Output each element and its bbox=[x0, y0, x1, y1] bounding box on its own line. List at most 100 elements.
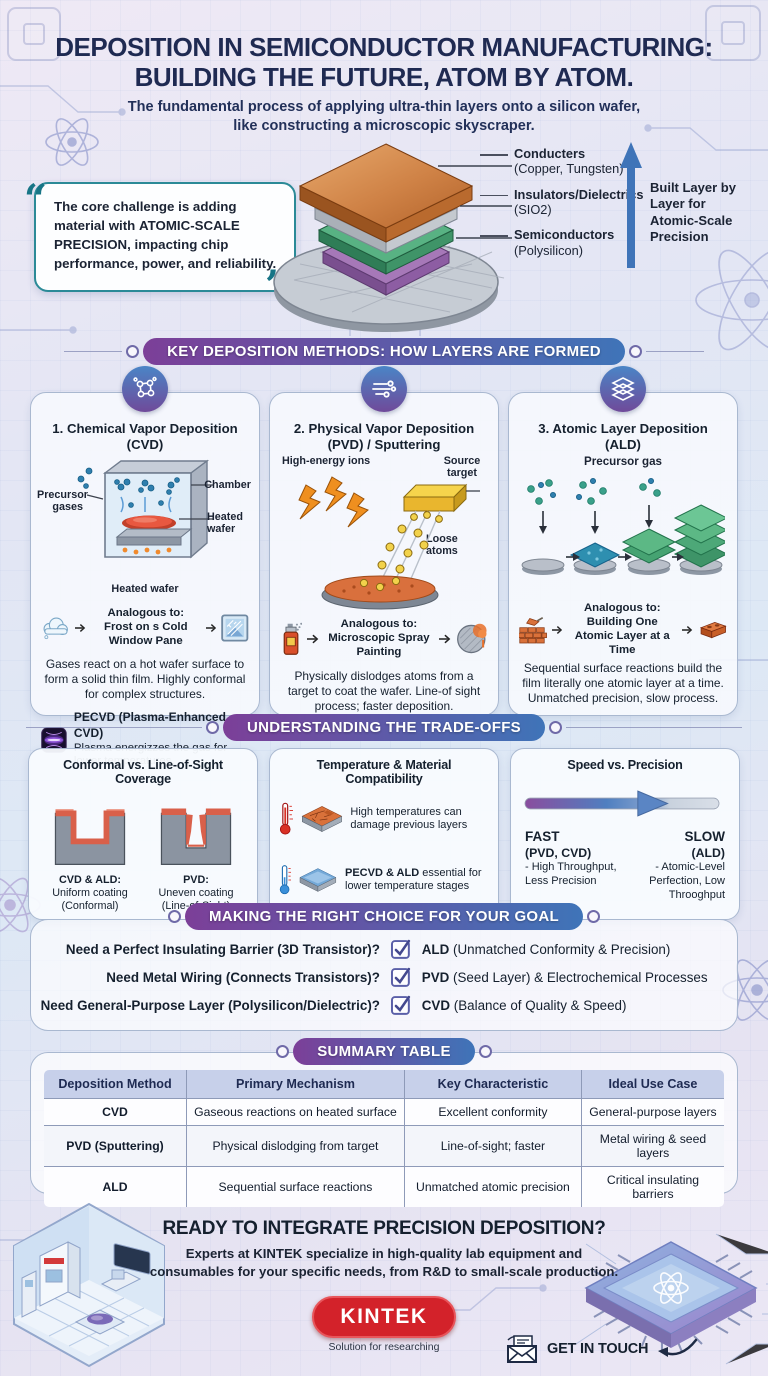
brand-block: KINTEK Solution for researching kindle-t… bbox=[254, 1296, 514, 1376]
pvd-card-wrap: 2. Physical Vapor Deposition (PVD) / Spu… bbox=[269, 366, 499, 716]
brick-icon bbox=[699, 621, 727, 639]
cvd-label-precursor: Precursor gases bbox=[37, 489, 89, 514]
brand-tagline: Solution for researching bbox=[328, 1341, 440, 1353]
smooth-layer-graphic bbox=[299, 868, 337, 892]
choice-row-ald: Need a Perfect Insulating Barrier (3D Tr… bbox=[31, 936, 737, 962]
summary-table: Deposition Method Primary Mechanism Key … bbox=[43, 1069, 725, 1208]
header: DEPOSITION IN SEMICONDUCTOR MANUFACTURIN… bbox=[0, 32, 768, 136]
cold-thermometer-icon bbox=[279, 865, 292, 895]
pvd-label-atoms: Loose atoms bbox=[426, 533, 458, 558]
pvd-label-ions: High-energy ions bbox=[282, 455, 371, 467]
kintek-logo[interactable]: KINTEK bbox=[312, 1296, 456, 1338]
hot-row: High temperatures can damage previous la… bbox=[278, 791, 490, 847]
cold-text: PECVD & ALD essential for lower temperat… bbox=[345, 866, 482, 892]
get-in-touch[interactable]: GET IN TOUCH bbox=[505, 1334, 698, 1364]
cvd-diagram: Precursor gases Chamber Heated wafer Hea… bbox=[37, 455, 251, 603]
ald-sequence-graphic bbox=[521, 478, 725, 575]
ald-card: 3. Atomic Layer Deposition (ALD) Precurs… bbox=[508, 392, 738, 716]
checkbox-icon bbox=[390, 939, 411, 959]
hot-text: High temperatures can damage previous la… bbox=[350, 805, 468, 831]
cloud-icon bbox=[43, 617, 68, 640]
cvd-label-chamber: Chamber bbox=[204, 479, 251, 491]
molecule-icon bbox=[122, 366, 168, 412]
pvd-analogy-text: Analogous to:Microscopic Spray Painting bbox=[328, 618, 430, 658]
hero-section: The core challenge is adding material wi… bbox=[0, 128, 768, 340]
pvd-sputter-graphic bbox=[298, 476, 480, 610]
ald-analogy-text: Analogous to:Building One Atomic Layer a… bbox=[574, 602, 670, 656]
fast-column: FAST (PVD, CVD) - High Throughput, Less … bbox=[525, 829, 617, 887]
cvd-body: Gases react on a hot wafer surface to fo… bbox=[44, 657, 246, 702]
footer-body: Experts at KINTEK specialize in high-qua… bbox=[149, 1246, 619, 1279]
arrow-right-icon bbox=[682, 626, 693, 634]
cta-label: GET IN TOUCH bbox=[547, 1341, 649, 1357]
coverage-title: Conformal vs. Line-of-Sight Coverage bbox=[63, 758, 223, 786]
choice-box: Need a Perfect Insulating Barrier (3D Tr… bbox=[30, 919, 738, 1031]
cvd-analogy: Analogous to:Frost on s Cold Window Pane bbox=[41, 603, 249, 653]
arrow-right-icon bbox=[438, 634, 451, 644]
choice-row-pvd: Need Metal Wiring (Connects Transistors)… bbox=[31, 964, 737, 990]
speed-title: Speed vs. Precision bbox=[567, 758, 683, 772]
tradeoff-panels: Conformal vs. Line-of-Sight Coverage CVD… bbox=[28, 748, 740, 920]
built-layer-arrow-icon bbox=[620, 142, 642, 268]
wafer-stack-diagram bbox=[273, 143, 512, 332]
tradeoffs-header-row: UNDERSTANDING THE TRADE-OFFS bbox=[0, 714, 768, 741]
plasma-icon bbox=[41, 726, 67, 753]
quote-box: The core challenge is adding material wi… bbox=[34, 182, 296, 292]
ald-body: Sequential surface reactions build the f… bbox=[522, 661, 724, 706]
page-title: DEPOSITION IN SEMICONDUCTOR MANUFACTURIN… bbox=[0, 32, 768, 92]
layer-label-insulators: Insulators/Dielectrics(SIO2) bbox=[480, 186, 644, 218]
cvd-chamber-graphic bbox=[77, 459, 213, 559]
spray-can-icon bbox=[283, 622, 303, 655]
summary-section-header: SUMMARY TABLE bbox=[293, 1038, 475, 1065]
cvd-card-wrap: 1. Chemical Vapor Deposition (CVD) bbox=[30, 366, 260, 767]
ald-analogy: Analogous to:Building One Atomic Layer a… bbox=[519, 602, 727, 657]
summary-box: Deposition Method Primary Mechanism Key … bbox=[30, 1052, 738, 1208]
choice-row-cvd: Need General-Purpose Layer (Polysilicon/… bbox=[31, 992, 737, 1018]
choice-header-row: MAKING THE RIGHT CHOICE FOR YOUR GOAL bbox=[0, 903, 768, 930]
cvd-label-heated-wafer: Heated wafer bbox=[207, 511, 244, 536]
cold-row: PECVD & ALD essential for lower temperat… bbox=[278, 852, 490, 908]
cvd-card: 1. Chemical Vapor Deposition (CVD) bbox=[30, 392, 260, 767]
arrow-right-icon bbox=[307, 634, 319, 644]
brick-wall-icon bbox=[519, 617, 547, 644]
cracked-layer-graphic bbox=[301, 806, 342, 833]
arrow-right-icon bbox=[551, 626, 562, 634]
layer-label-semiconductors: Semiconductors(Polysilicon) bbox=[480, 227, 644, 258]
pvd-label-target: Source target bbox=[443, 455, 481, 480]
pvd-body: Physically dislodges atoms from a target… bbox=[287, 669, 481, 714]
sputter-wind-icon bbox=[361, 366, 407, 412]
methods-section-header: KEY DEPOSITION METHODS: HOW LAYERS ARE F… bbox=[143, 338, 625, 365]
built-note: Built Layer by Layer for Atomic-Scale Pr… bbox=[650, 180, 736, 244]
arrow-right-icon bbox=[205, 624, 216, 632]
methods-header-row: KEY DEPOSITION METHODS: HOW LAYERS ARE F… bbox=[0, 338, 768, 365]
title-line1: DEPOSITION IN SEMICONDUCTOR MANUFACTURIN… bbox=[55, 32, 713, 62]
quote-text: The core challenge is adding material wi… bbox=[54, 199, 237, 233]
footer-heading: READY TO INTEGRATE PRECISION DEPOSITION? bbox=[162, 1218, 606, 1239]
speed-panel: Speed vs. Precision FAST (PVD, CVD) - Hi… bbox=[510, 748, 740, 920]
pvd-diagram: High-energy ions Source target Loose ato… bbox=[280, 455, 488, 613]
page-subtitle: The fundamental process of applying ultr… bbox=[127, 99, 641, 135]
cvd-label-heated-wafer-bottom: Heated wafer bbox=[111, 583, 179, 595]
conformal-trench-graphic bbox=[54, 809, 126, 865]
frost-window-icon bbox=[221, 614, 249, 642]
conformal-trench: CVD & ALD:Uniform coating(Conformal) bbox=[40, 792, 140, 914]
choice-section-header: MAKING THE RIGHT CHOICE FOR YOUR GOAL bbox=[185, 903, 583, 930]
pvd-analogy: Analogous to:Microscopic Spray Painting bbox=[280, 613, 488, 665]
sprayed-wafer-icon bbox=[456, 623, 487, 654]
title-line2: BUILDING THE FUTURE, ATOM BY ATOM. bbox=[134, 62, 634, 93]
arrow-right-icon bbox=[75, 624, 86, 632]
temperature-panel: Temperature & Material Compatibility Hig… bbox=[269, 748, 499, 920]
layer-label-conductors: Conducters(Copper, Tungsten) bbox=[480, 146, 644, 177]
cvd-analogy-text: Analogous to:Frost on s Cold Window Pane bbox=[104, 607, 188, 647]
slow-column: SLOW (ALD) - Atomic-Level Perfection, Lo… bbox=[649, 829, 725, 901]
summary-header-row: Deposition Method Primary Mechanism Key … bbox=[44, 1070, 724, 1099]
checkbox-icon bbox=[390, 995, 411, 1015]
envelope-icon bbox=[507, 1335, 537, 1363]
temperature-title: Temperature & Material Compatibility bbox=[316, 758, 452, 786]
ald-card-wrap: 3. Atomic Layer Deposition (ALD) Precurs… bbox=[508, 366, 738, 716]
los-trench-graphic bbox=[160, 808, 232, 865]
checkbox-icon bbox=[390, 967, 411, 987]
table-row: CVD Gaseous reactions on heated surface … bbox=[44, 1098, 724, 1126]
curved-arrow-icon bbox=[658, 1338, 698, 1357]
